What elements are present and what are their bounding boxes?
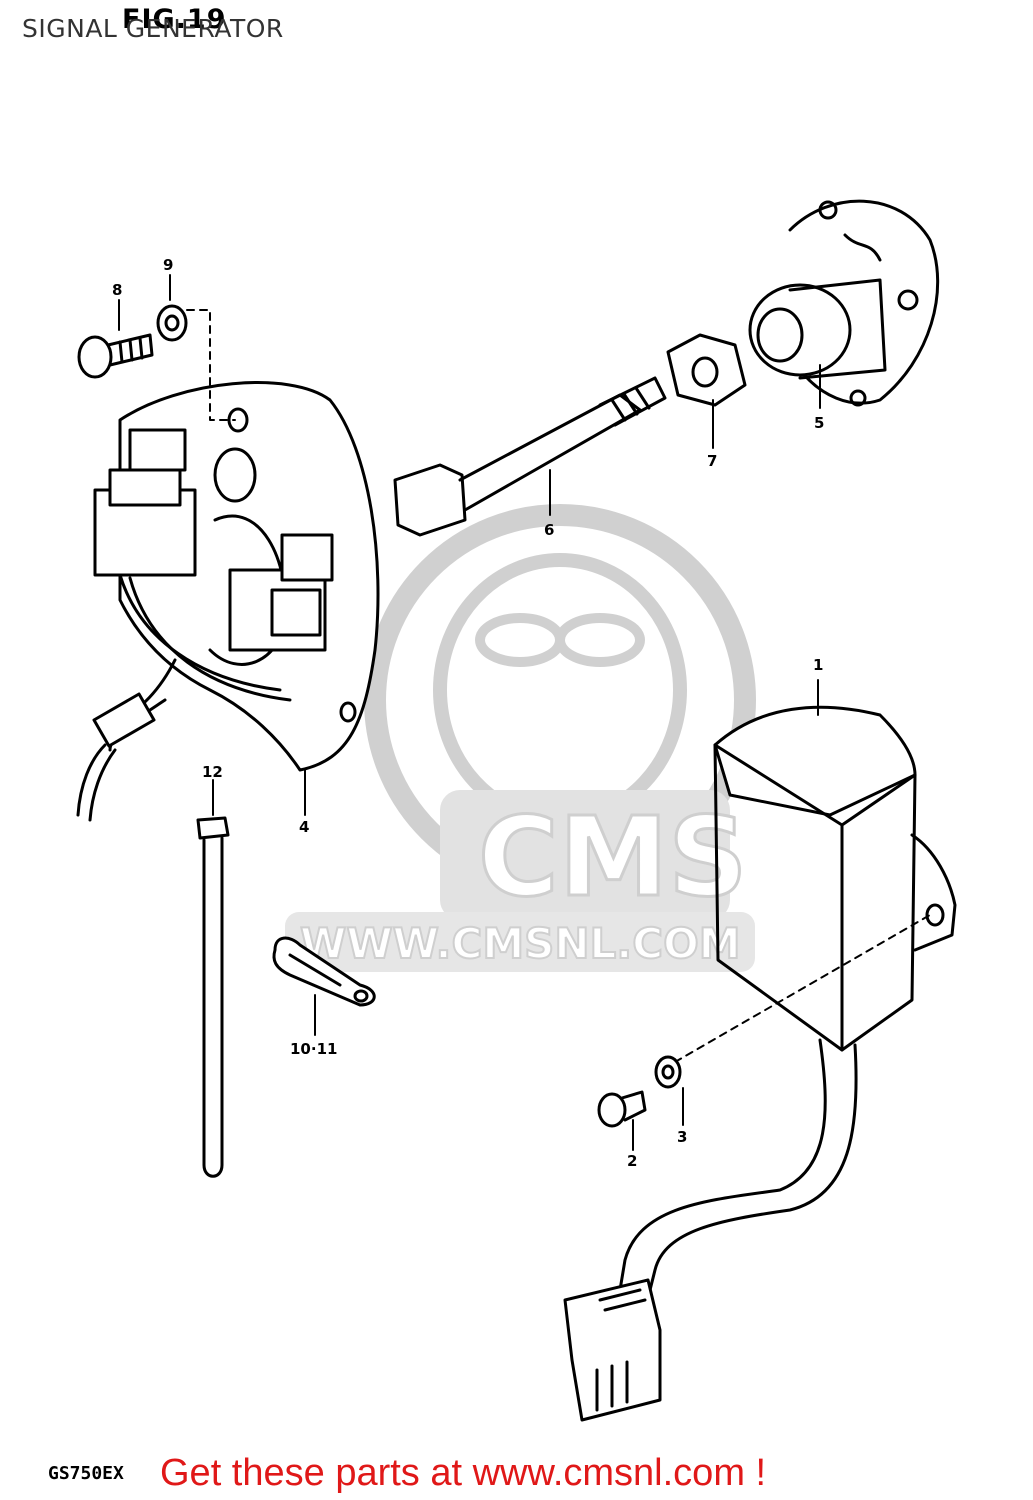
watermark: CMS WWW.CMSNL.COM bbox=[285, 504, 756, 972]
part-label-8: 8 bbox=[112, 281, 122, 299]
washer-part-9 bbox=[156, 304, 188, 342]
model-code: GS750EX bbox=[48, 1463, 124, 1484]
washer-part-3 bbox=[654, 1055, 682, 1089]
part-label-5: 5 bbox=[814, 414, 824, 432]
promo-link[interactable]: Get these parts at www.cmsnl.com ! bbox=[160, 1452, 767, 1494]
part-label-9: 9 bbox=[163, 256, 173, 274]
part-label-10-11: 10·11 bbox=[290, 1040, 337, 1058]
watermark-url: WWW.CMSNL.COM bbox=[300, 919, 741, 968]
screw-part-8 bbox=[77, 333, 154, 379]
nut-part-7 bbox=[666, 333, 747, 407]
part-label-6: 6 bbox=[544, 521, 554, 539]
part-label-12: 12 bbox=[202, 763, 223, 781]
watermark-brand: CMS bbox=[478, 793, 747, 921]
igniter-unit-part-1 bbox=[563, 705, 957, 1422]
cable-tie-part-12 bbox=[196, 816, 230, 1178]
governor-part-5 bbox=[748, 199, 940, 407]
clamp-part-10-11 bbox=[272, 936, 376, 1007]
part-label-2: 2 bbox=[627, 1152, 637, 1170]
part-label-7: 7 bbox=[707, 452, 717, 470]
screw-part-2 bbox=[597, 1090, 647, 1128]
part-label-3: 3 bbox=[677, 1128, 687, 1146]
part-label-1: 1 bbox=[813, 656, 823, 674]
figure-number: FIG.19 bbox=[122, 4, 227, 35]
bolt-part-6 bbox=[393, 376, 667, 537]
header-title: SIGNAL GENERATOR bbox=[22, 14, 284, 43]
part-label-4: 4 bbox=[299, 818, 309, 836]
base-plate-part-4 bbox=[76, 381, 380, 822]
